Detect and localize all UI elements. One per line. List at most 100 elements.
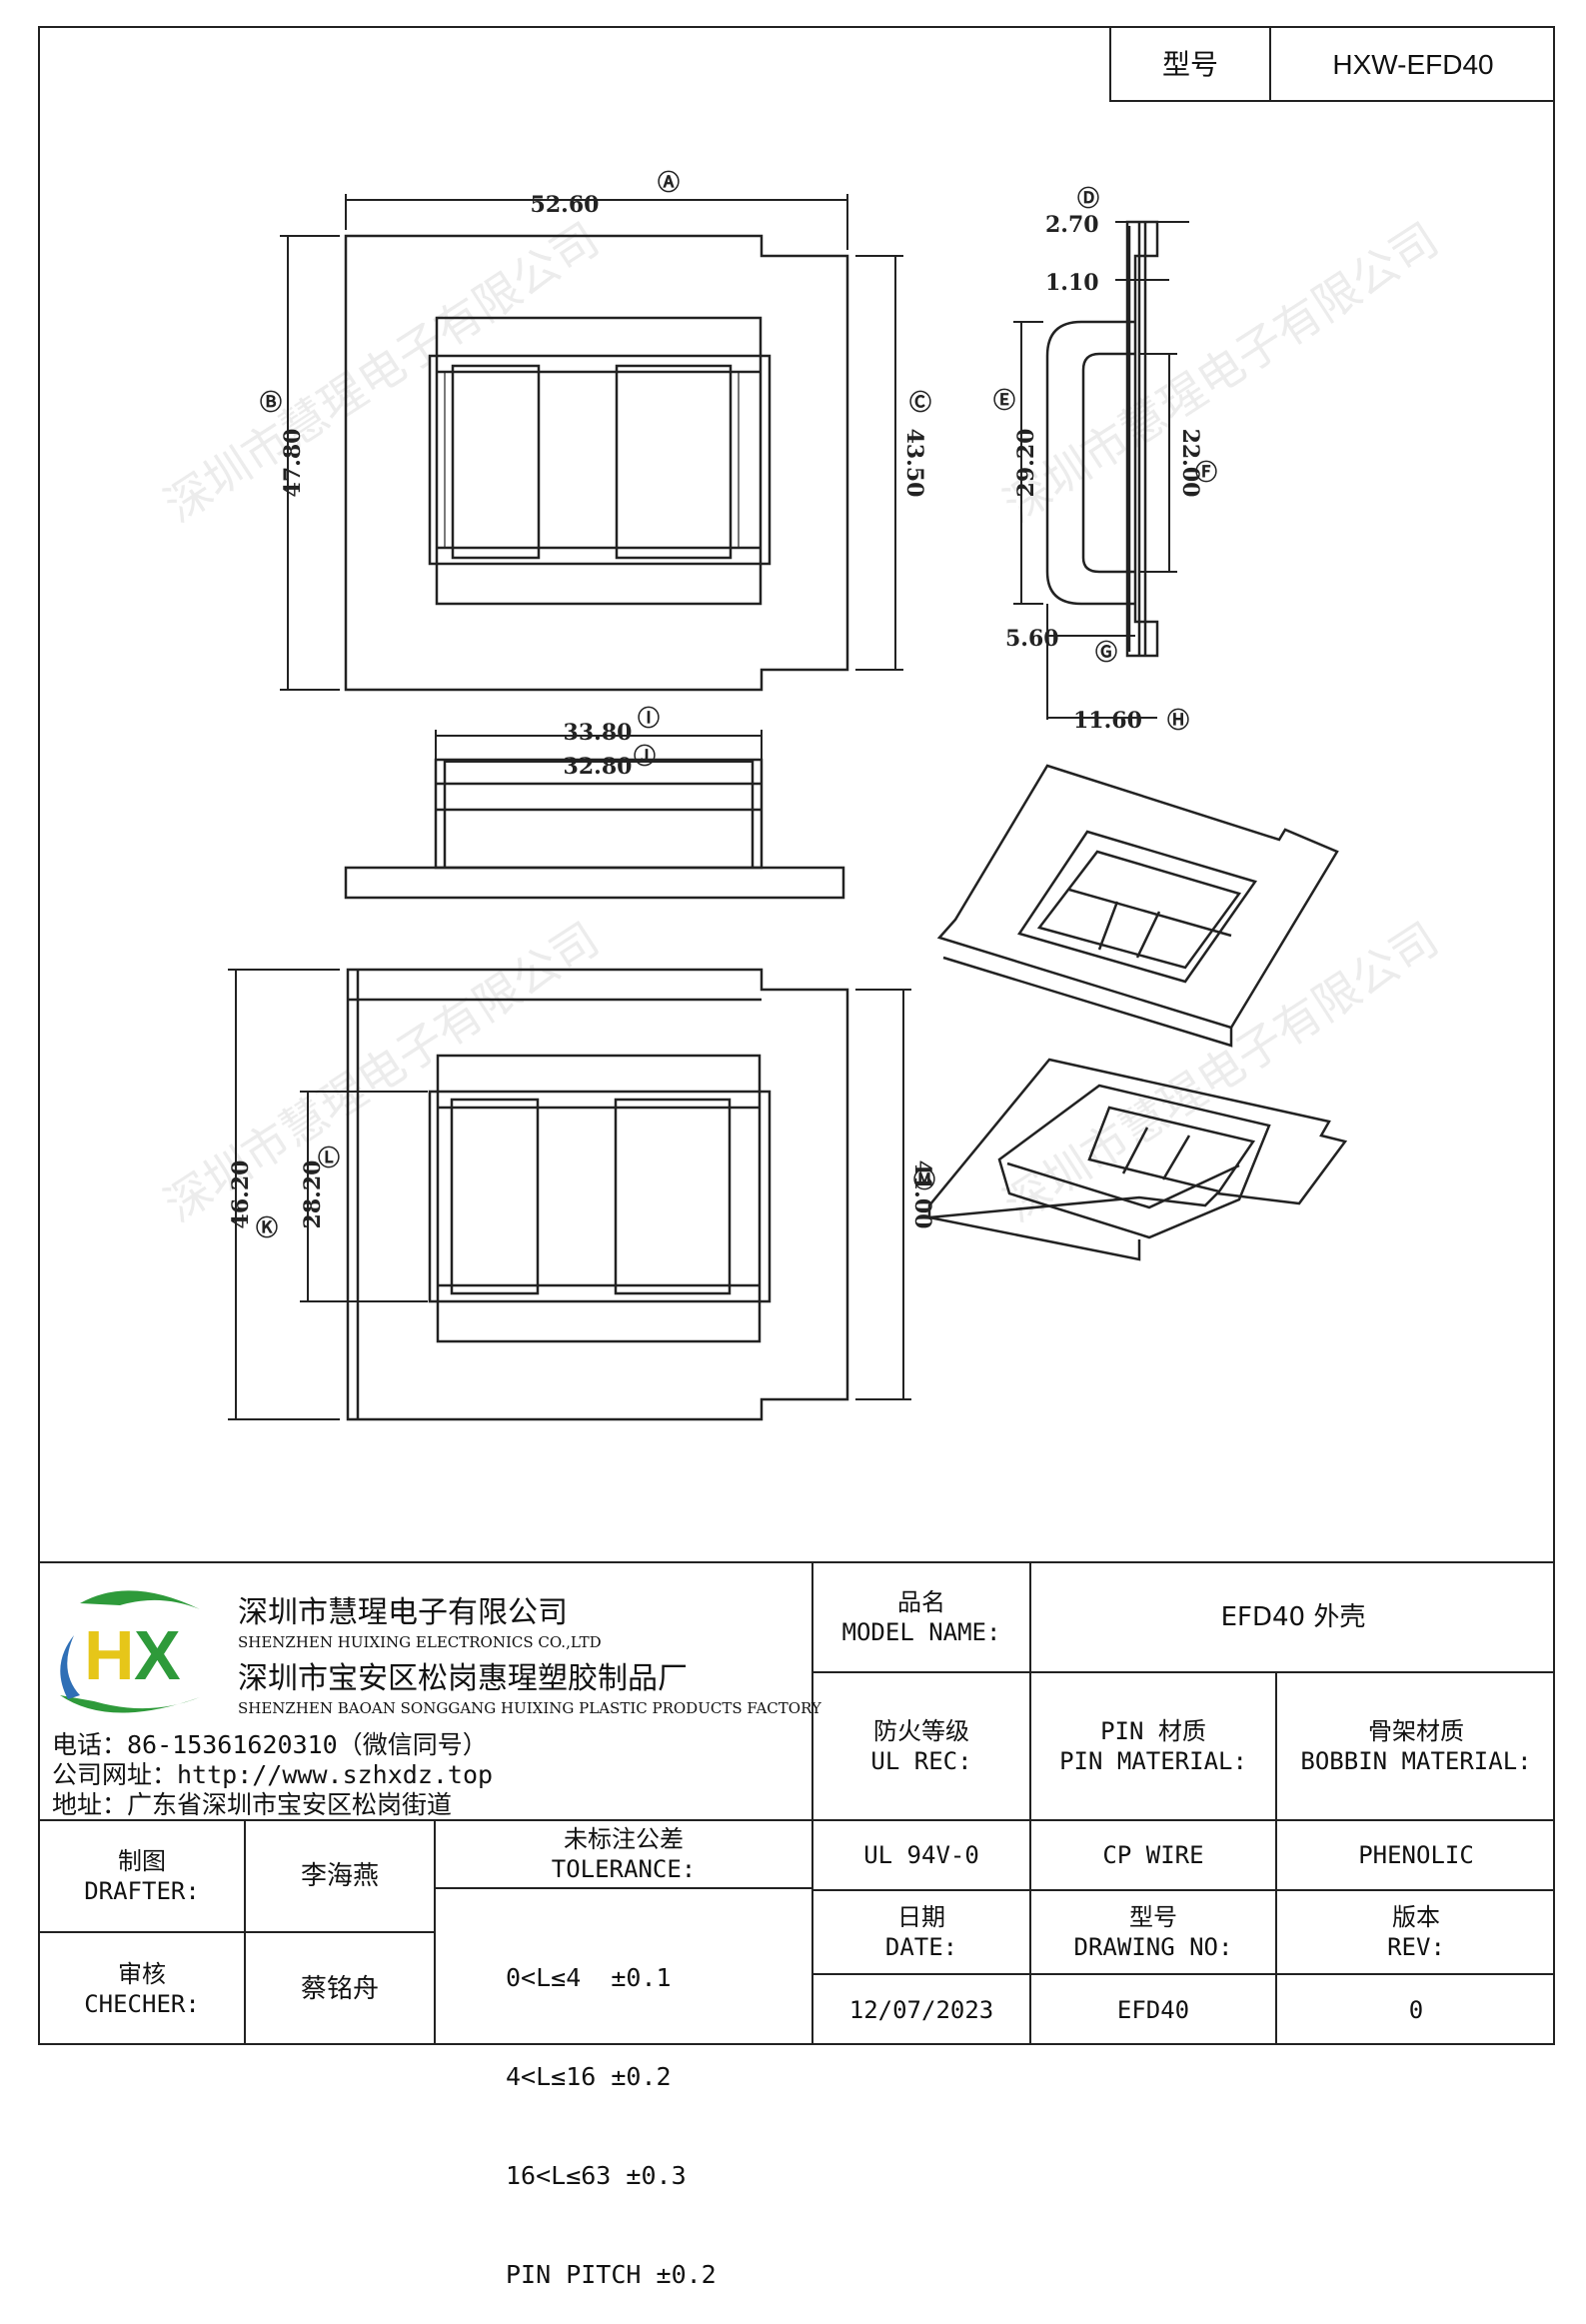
checker-label-en: CHECHER: <box>84 1990 200 2018</box>
dim-mid-inner: 32.80 <box>564 754 633 780</box>
factory-name-en: SHENZHEN BAOAN SONGGANG HUIXING PLASTIC … <box>238 1699 821 1717</box>
tb-row2-line <box>38 1819 1555 1821</box>
header-top-line <box>1109 26 1555 28</box>
marker-a: Ⓐ <box>658 170 680 196</box>
pin-material-value: CP WIRE <box>1102 1841 1204 1869</box>
marker-d: Ⓓ <box>1077 186 1099 212</box>
marker-c: Ⓒ <box>909 390 931 416</box>
dim-slot-h: 22.00 <box>1177 429 1203 498</box>
logo-letter-x: X <box>134 1616 181 1694</box>
tolerance-label-cn: 未标注公差 <box>564 1825 684 1853</box>
tb-split-line <box>811 1561 813 2045</box>
dimension-lines-bottom <box>228 969 911 1420</box>
marker-h: Ⓗ <box>1167 708 1189 734</box>
bobbin-material-label: 骨架材质 BOBBIN MATERIAL: <box>1277 1673 1555 1819</box>
pin-material-label: PIN 材质 PIN MATERIAL: <box>1031 1673 1275 1819</box>
front-view-top <box>344 234 849 692</box>
dim-inner-height-top: 43.50 <box>901 429 927 498</box>
dimension-lines-middle <box>435 730 763 763</box>
rev-label-en: REV: <box>1387 1933 1445 1961</box>
model-label: 型号 <box>1161 47 1218 81</box>
model-name-label-en: MODEL NAME: <box>841 1618 1001 1646</box>
checker-label-cn: 审核 <box>118 1960 166 1988</box>
tolerance-label: 未标注公差 TOLERANCE: <box>436 1821 811 1887</box>
company-name-en: SHENZHEN HUIXING ELECTRONICS CO.,LTD <box>238 1633 602 1651</box>
dim-mid-outer: 33.80 <box>564 720 633 746</box>
company-phone: 电话：86-15361620310（微信同号） <box>52 1730 488 1759</box>
tb-top-line <box>38 1561 1555 1563</box>
marker-m: Ⓜ <box>913 1167 935 1193</box>
tolerance-line: 16<L≤63 ±0.3 <box>506 2161 687 2190</box>
tb-row1-line <box>811 1671 1555 1673</box>
side-view <box>1045 220 1159 658</box>
tb-tol-row-line <box>434 1887 811 1889</box>
drawing-no-value: EFD40 <box>1116 1996 1190 2024</box>
technical-drawing: 52.60 Ⓐ 47.80 Ⓑ 43.50 Ⓒ 2.70 Ⓓ 1.10 29.2… <box>228 170 1348 1421</box>
tb-col3-line <box>1275 1671 1277 2045</box>
dim-width-top: 52.60 <box>531 192 600 218</box>
header-mid-line <box>1269 26 1271 102</box>
drawing-no-label-en: DRAWING NO: <box>1073 1933 1233 1961</box>
bobbin-material-label-en: BOBBIN MATERIAL: <box>1300 1747 1532 1775</box>
pin-material-label-en: PIN MATERIAL: <box>1059 1747 1247 1775</box>
tolerance-line: 0<L≤4 ±0.1 <box>506 1963 672 1992</box>
tolerance-line: PIN PITCH ±0.2 <box>506 2260 717 2289</box>
dim-depth1: 5.60 <box>1005 626 1059 652</box>
drafter-label: 制图 DRAFTER: <box>40 1821 244 1931</box>
tolerance-line: 4<L≤16 ±0.2 <box>506 2062 672 2091</box>
tb-left-col-line <box>244 1819 246 2045</box>
header-left-line <box>1109 26 1111 102</box>
tb-row3-line <box>811 1889 1555 1891</box>
dimension-lines-side <box>1013 221 1189 720</box>
marker-k: Ⓚ <box>256 1215 278 1241</box>
rev-label-cn: 版本 <box>1392 1903 1440 1931</box>
tb-col2-line <box>1029 1561 1031 2045</box>
marker-j: Ⓙ <box>634 744 656 770</box>
tolerance-label-en: TOLERANCE: <box>551 1855 697 1883</box>
marker-g: Ⓖ <box>1095 640 1117 666</box>
tb-left-col2-line <box>434 1819 436 2045</box>
checker-value: 蔡铭舟 <box>300 1973 379 2004</box>
dimension-lines-top <box>280 194 903 691</box>
isometric-view-1 <box>936 764 1339 1048</box>
model-name-label: 品名 MODEL NAME: <box>813 1563 1029 1671</box>
pin-material-label-cn: PIN 材质 <box>1100 1717 1206 1745</box>
drafter-label-cn: 制图 <box>118 1847 166 1875</box>
ul-rec-value: UL 94V-0 <box>863 1841 979 1869</box>
model-value: HXW-EFD40 <box>1332 48 1494 80</box>
date-label: 日期 DATE: <box>813 1891 1029 1973</box>
ul-rec-label-en: UL REC: <box>870 1747 972 1775</box>
date-value: 12/07/2023 <box>848 1996 994 2024</box>
marker-l: Ⓛ <box>318 1146 340 1171</box>
tolerance-list: 0<L≤4 ±0.1 4<L≤16 ±0.2 16<L≤63 ±0.3 PIN … <box>506 1895 717 2324</box>
rev-label: 版本 REV: <box>1277 1891 1555 1973</box>
dim-depth2: 11.60 <box>1073 708 1142 734</box>
drafter-label-en: DRAFTER: <box>84 1877 200 1905</box>
date-label-en: DATE: <box>884 1933 958 1961</box>
date-label-cn: 日期 <box>897 1903 945 1931</box>
factory-name-cn: 深圳市宝安区松岗惠瑆塑胶制品厂 <box>238 1661 688 1696</box>
model-name-label-cn: 品名 <box>897 1588 945 1616</box>
company-address: 地址：广东省深圳市宝安区松岗街道 <box>52 1790 453 1819</box>
drawing-no-label: 型号 DRAWING NO: <box>1031 1891 1275 1973</box>
ul-rec-label-cn: 防火等级 <box>873 1717 969 1745</box>
isometric-view-2 <box>927 1058 1348 1261</box>
rev-value: 0 <box>1408 1996 1424 2024</box>
company-name-cn: 深圳市慧瑆电子有限公司 <box>238 1595 568 1630</box>
dim-inner-height-bottom: 28.20 <box>300 1161 326 1229</box>
front-view-bottom <box>346 968 849 1421</box>
tb-left-row-line <box>38 1931 434 1933</box>
logo-letter-h: H <box>84 1616 135 1694</box>
drawing-no-label-cn: 型号 <box>1129 1903 1177 1931</box>
company-logo: H X <box>60 1590 200 1713</box>
marker-b: Ⓑ <box>260 390 282 416</box>
checker-label: 审核 CHECHER: <box>40 1933 244 2045</box>
dim-height-top: 47.80 <box>280 429 306 498</box>
dim-inner-h: 29.20 <box>1013 429 1039 498</box>
dim-right-height-bottom: 41.00 <box>909 1161 935 1229</box>
dim-thick: 2.70 <box>1045 212 1099 238</box>
top-view-middle <box>344 758 845 900</box>
drafter-value: 李海燕 <box>300 1860 379 1891</box>
drawing-frame <box>38 26 1555 2045</box>
bobbin-material-label-cn: 骨架材质 <box>1368 1717 1464 1745</box>
